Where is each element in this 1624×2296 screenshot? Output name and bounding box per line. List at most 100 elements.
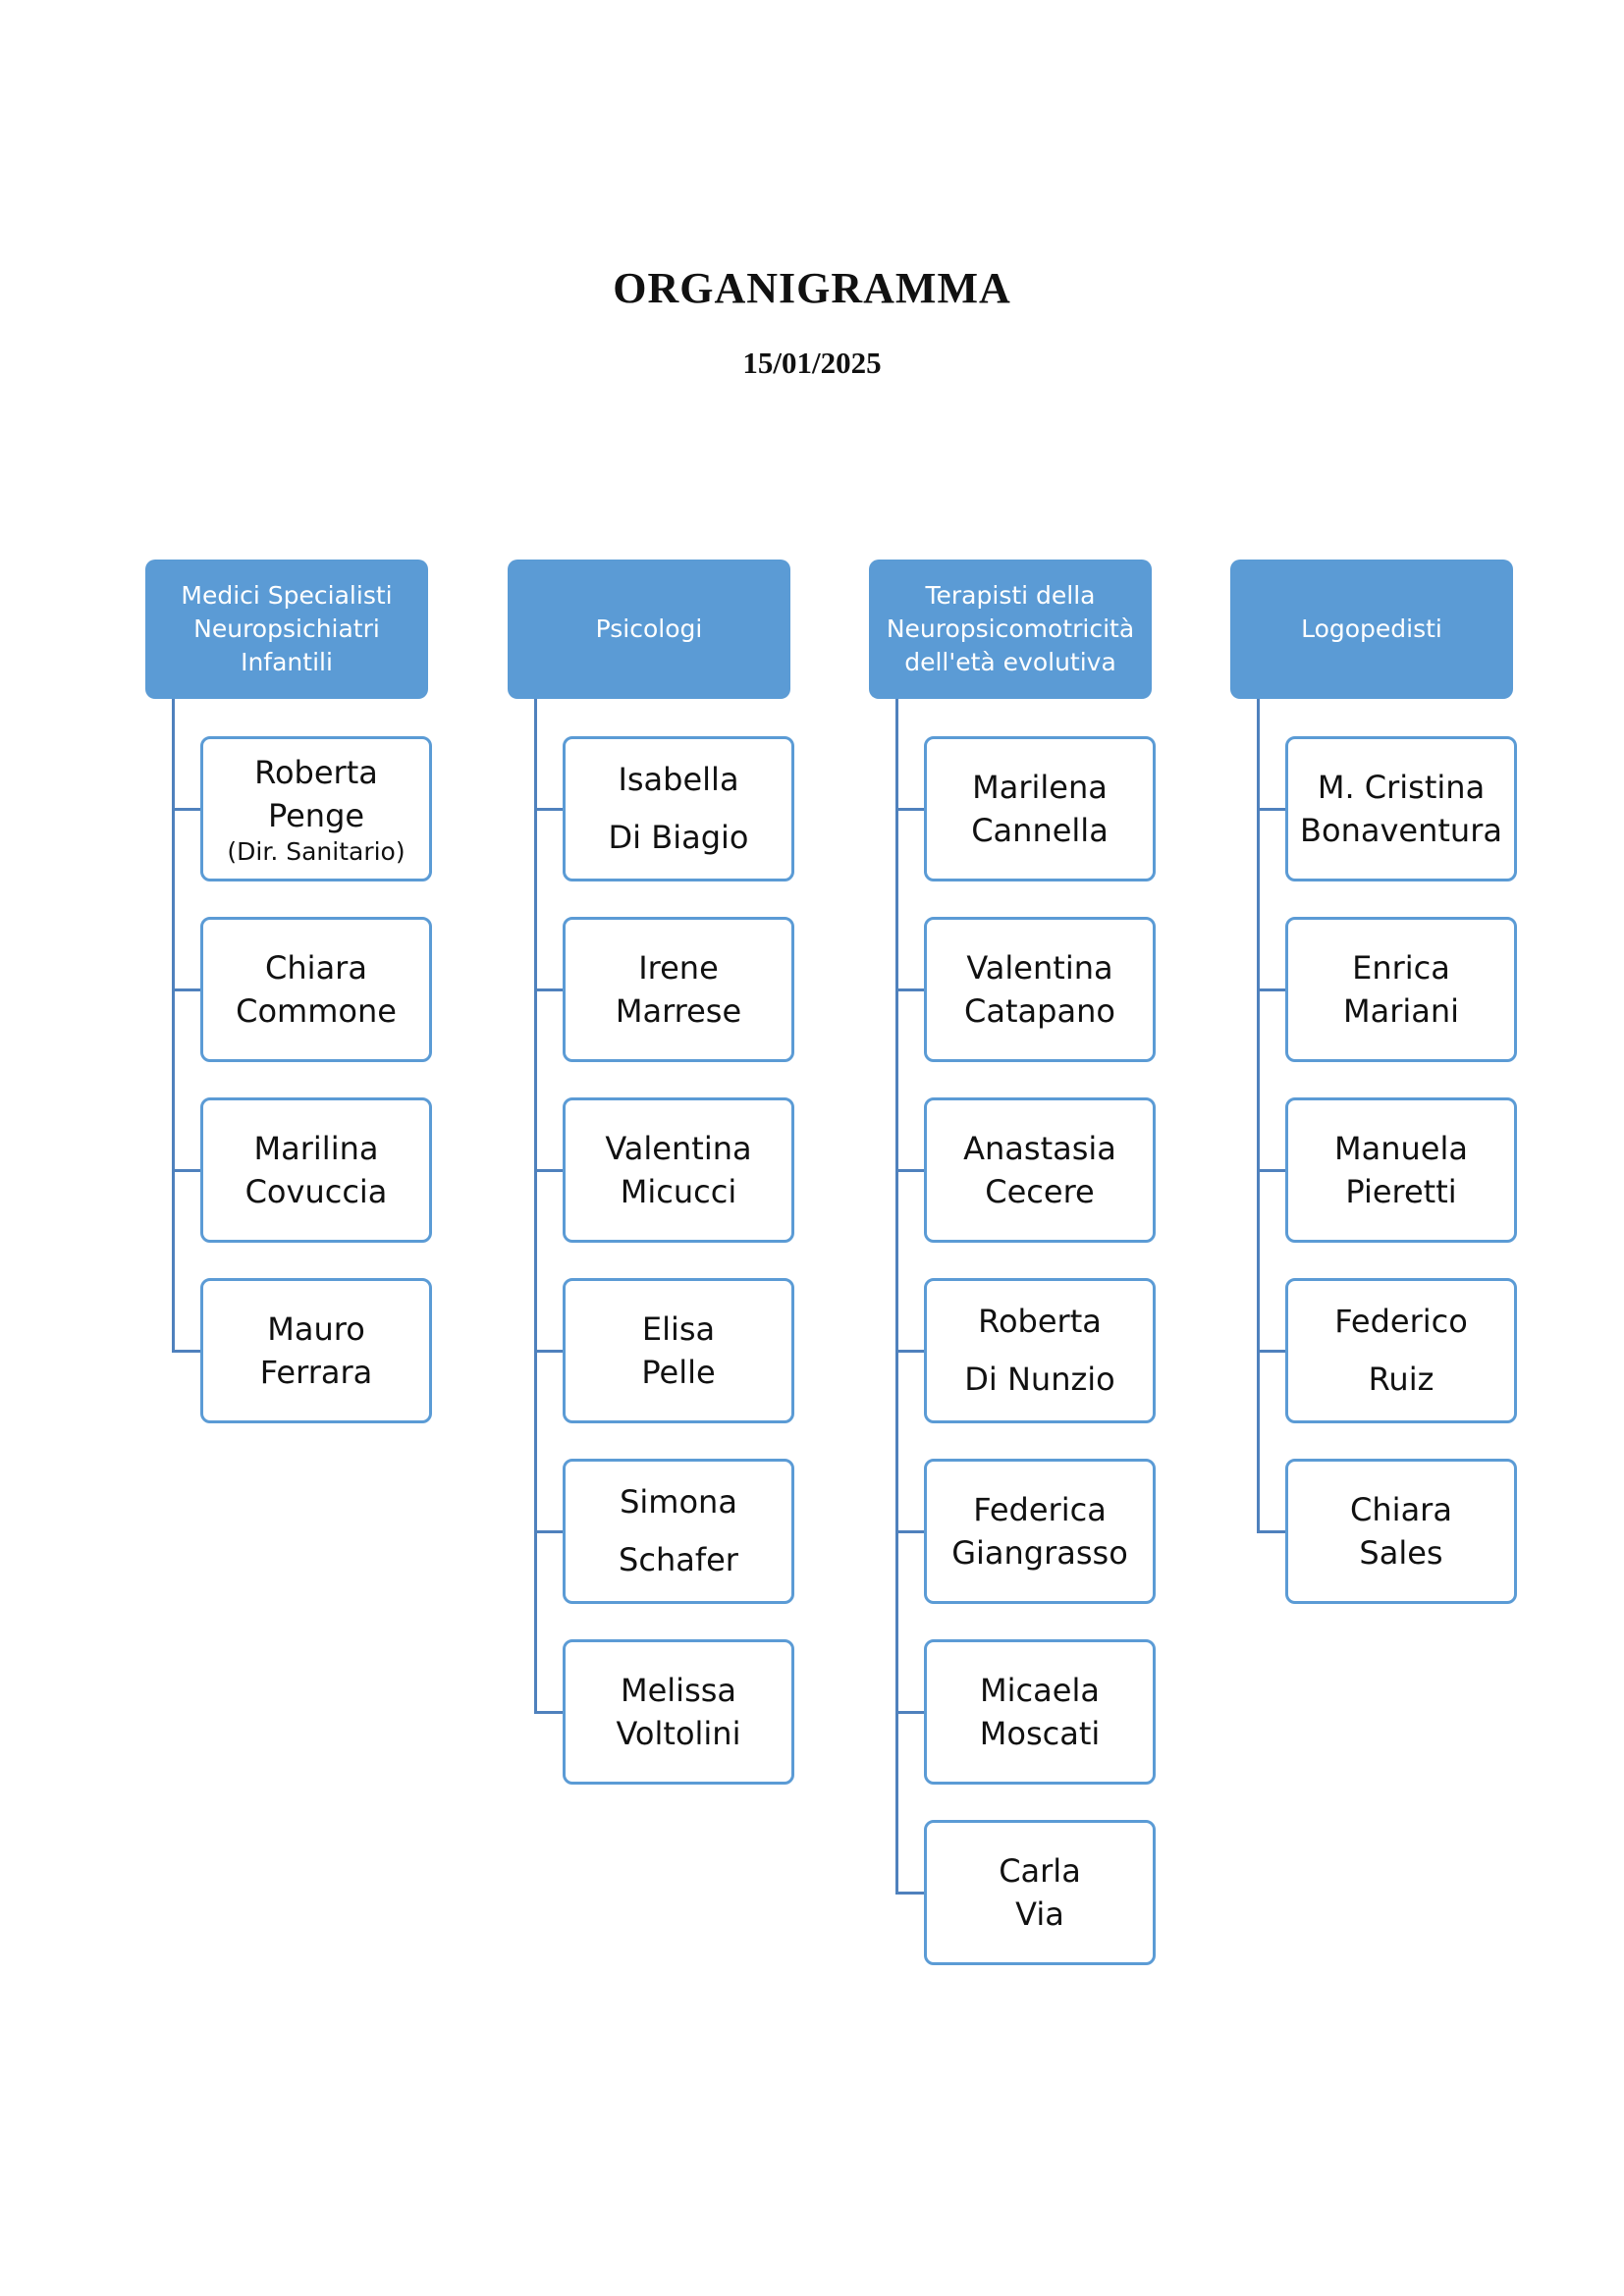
member-name-line: Micaela — [980, 1672, 1100, 1709]
member-name-line: Di Biagio — [608, 819, 749, 856]
member-name-line: Marilina — [253, 1130, 379, 1167]
connector-branch — [895, 988, 926, 991]
column-header-line: dell'età evolutiva — [904, 648, 1116, 676]
column-header-line: Psicologi — [595, 614, 703, 643]
connector-branch — [895, 1169, 926, 1172]
column-header-line: Terapisti della — [925, 581, 1096, 610]
member-box: Roberta Di Nunzio — [924, 1278, 1156, 1423]
member-name-line: Via — [1015, 1896, 1064, 1933]
connector-branch — [172, 1169, 202, 1172]
connector-branch — [895, 1530, 926, 1533]
member-name-line: Manuela — [1334, 1130, 1468, 1167]
connector-branch — [534, 1169, 565, 1172]
column-header: Psicologi — [508, 560, 790, 699]
member-name-line: Voltolini — [616, 1715, 741, 1752]
connector-branch — [1257, 808, 1287, 811]
page-title: ORGANIGRAMMA — [613, 264, 1011, 312]
member-name-line: Irene — [638, 949, 719, 987]
member-name-line: Catapano — [964, 992, 1115, 1030]
member-name-line: Giangrasso — [951, 1534, 1128, 1572]
member-name-line: Anastasia — [963, 1130, 1116, 1167]
member-name-line: Marilena — [972, 769, 1108, 806]
member-name-line: Elisa — [641, 1310, 716, 1348]
column-header-line: Medici Specialisti — [181, 581, 393, 610]
connector-branch — [1257, 1530, 1287, 1533]
connector-branch — [1257, 1350, 1287, 1353]
connector-line — [895, 699, 898, 1895]
member-name-line: Valentina — [605, 1130, 752, 1167]
member-name-line: Enrica — [1352, 949, 1450, 987]
connector-branch — [534, 1711, 565, 1714]
document-date: 15/01/2025 — [742, 346, 882, 380]
connector-line — [172, 699, 175, 1353]
connector-branch — [895, 1711, 926, 1714]
member-name-line: Commone — [236, 992, 397, 1030]
column-header: Logopedisti — [1230, 560, 1513, 699]
column-header-line: Neuropsichiatri — [193, 614, 380, 643]
member-role-note: (Dir. Sanitario) — [227, 837, 406, 866]
member-name-line: Melissa — [620, 1672, 737, 1709]
member-name-line: Carla — [999, 1852, 1081, 1890]
member-name-line: M. Cristina — [1317, 769, 1486, 806]
column-header-line: Infantili — [241, 648, 333, 676]
connector-branch — [534, 1350, 565, 1353]
member-name-line: Marrese — [615, 992, 742, 1030]
connector-branch — [172, 988, 202, 991]
connector-branch — [534, 808, 565, 811]
connector-line — [534, 699, 537, 1714]
member-name-line: Schafer — [619, 1541, 738, 1578]
member-name-line: Di Nunzio — [964, 1361, 1115, 1398]
member-name-line: Valentina — [966, 949, 1113, 987]
member-name-line: Federica — [973, 1491, 1107, 1528]
connector-branch — [1257, 988, 1287, 991]
member-name-line: Moscati — [979, 1715, 1101, 1752]
member-name-line: Chiara — [265, 949, 367, 987]
member-name-line: Ruiz — [1368, 1361, 1435, 1398]
column-header-line: Logopedisti — [1301, 614, 1442, 643]
member-name-line: Federico — [1334, 1303, 1468, 1340]
connector-line — [1257, 699, 1260, 1533]
connector-branch — [534, 1530, 565, 1533]
member-name-line: Cecere — [985, 1173, 1095, 1210]
member-name-line: Mariani — [1342, 992, 1460, 1030]
column-header-line: Neuropsicomotricità — [886, 614, 1135, 643]
member-name-line: Sales — [1359, 1534, 1443, 1572]
member-name-line: Penge — [267, 797, 365, 834]
member-name-line: Cannella — [971, 812, 1109, 849]
connector-branch — [1257, 1169, 1287, 1172]
member-name-line: Pelle — [641, 1354, 716, 1391]
member-name-line: Micucci — [620, 1173, 737, 1210]
member-name-line: Roberta — [978, 1303, 1102, 1340]
connector-branch — [534, 988, 565, 991]
connector-branch — [895, 1350, 926, 1353]
connector-branch — [895, 808, 926, 811]
member-name-line: Covuccia — [244, 1173, 388, 1210]
member-name-line: Ferrara — [259, 1354, 373, 1391]
member-name-line: Pieretti — [1345, 1173, 1457, 1210]
member-name-line: Mauro — [267, 1310, 365, 1348]
